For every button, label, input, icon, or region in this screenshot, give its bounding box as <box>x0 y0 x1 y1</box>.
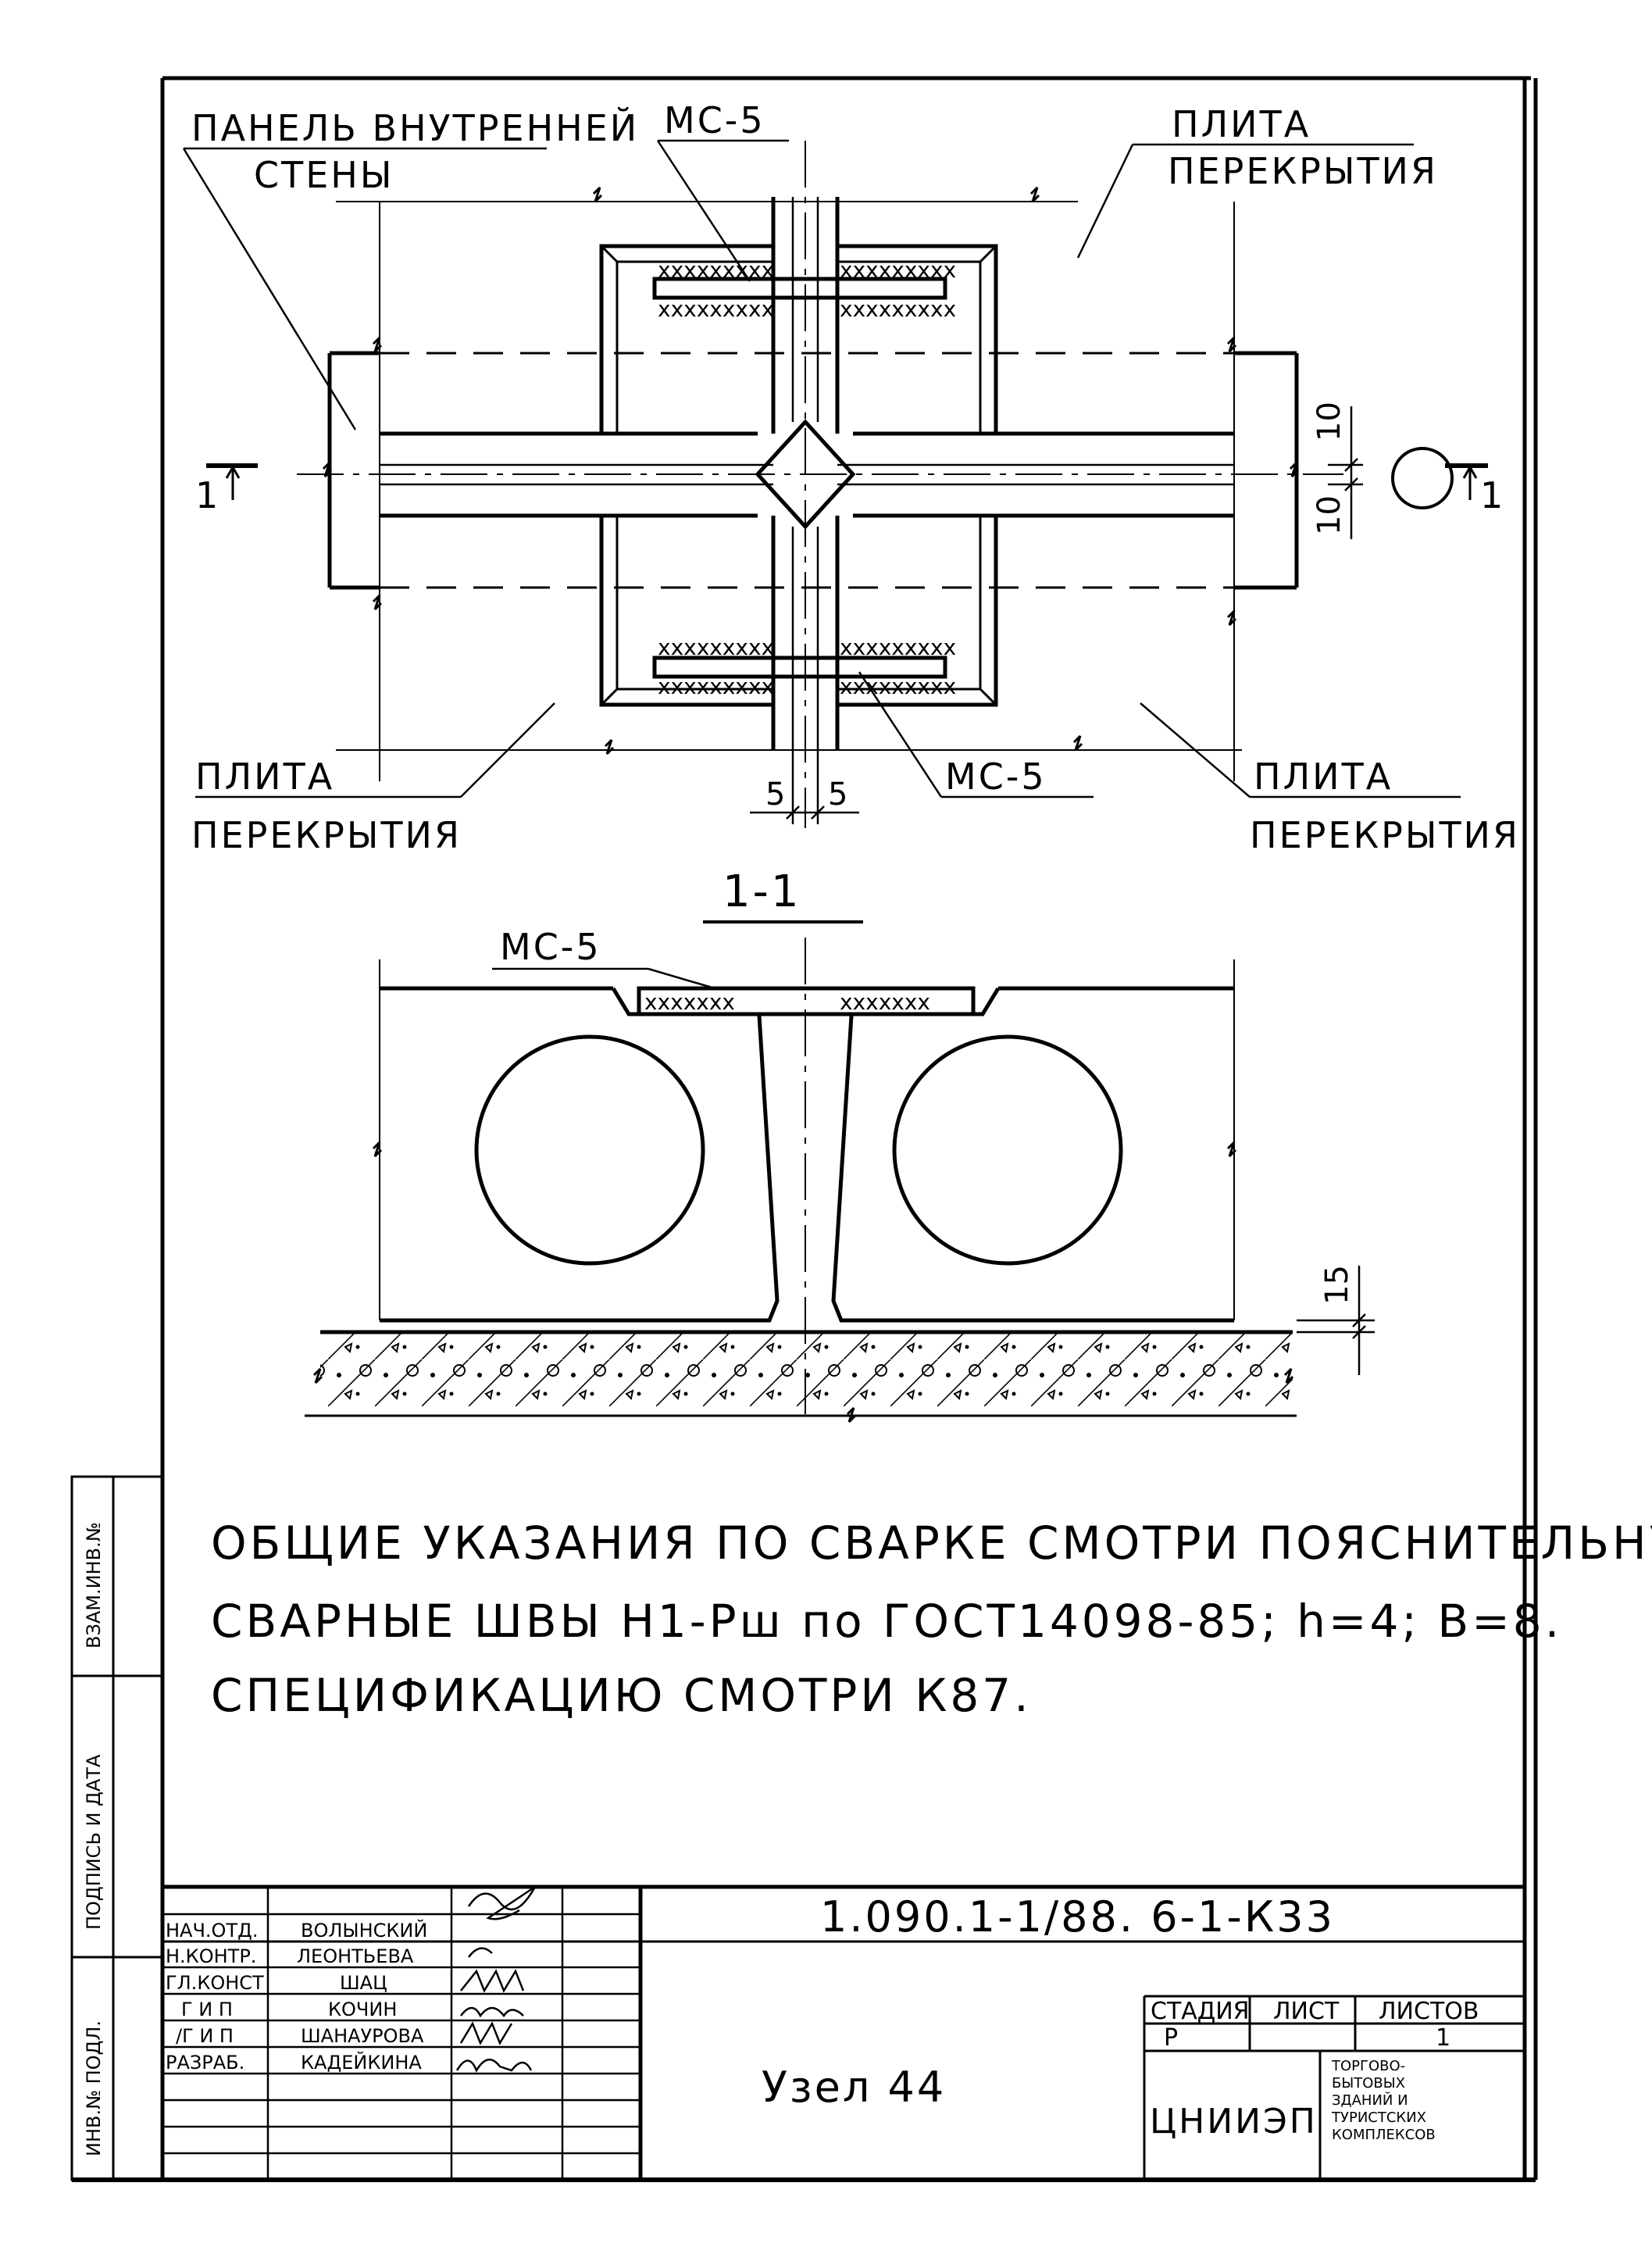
weld-marks-plan: xxxxxxxxx xxxxxxxxx xxxxxxxxx xxxxxxxxx … <box>658 257 956 699</box>
leader-lines <box>182 139 1461 798</box>
dimension-plan-top: 10 <box>1311 402 1347 441</box>
mc5-plate-bottom <box>652 656 947 679</box>
drawing-frame <box>72 76 1538 2182</box>
label-mc5-section: МС-5 <box>500 926 601 968</box>
dimension-gap-left: 5 <box>765 777 785 813</box>
concrete-screed <box>320 1332 1293 1406</box>
side-stamp <box>70 1475 164 2181</box>
svg-text:xxxxxxxxx: xxxxxxxxx <box>658 296 774 322</box>
section-view <box>305 938 1375 1424</box>
sheets-value: 1 <box>1436 2024 1450 2052</box>
slab-outline <box>380 986 1234 1323</box>
staff-name-2: ЛЕОНТЬЕВА <box>297 1945 414 1967</box>
side-stamp-cell-1: ВЗАМ.ИНВ.№ <box>83 1522 105 1649</box>
dimension-gap-right: 5 <box>828 777 847 813</box>
svg-text:xxxxxxx: xxxxxxx <box>840 989 930 1015</box>
hidden-lines <box>380 352 1234 589</box>
mc5-plate-top <box>652 277 947 300</box>
staff-name-1: ВОЛЫНСКИЙ <box>301 1919 427 1942</box>
svg-text:ЗДАНИЙ И: ЗДАНИЙ И <box>1332 2092 1408 2109</box>
staff-name-4: КОЧИН <box>328 1999 397 2020</box>
wall-panel <box>327 351 1299 590</box>
label-mc5-top: МС-5 <box>664 99 765 141</box>
vertical-joint <box>771 197 840 750</box>
label-slab-bottom-right-line2: ПЕРЕКРЫТИЯ <box>1250 814 1520 856</box>
svg-text:xxxxxxxxx: xxxxxxxxx <box>840 257 956 283</box>
stage-header: СТАДИЯ <box>1151 1998 1250 2025</box>
label-slab-bottom-left-line1: ПЛИТА <box>195 756 334 798</box>
section-circle <box>1391 447 1454 509</box>
signatures <box>455 1885 537 2073</box>
svg-text:xxxxxxxxx: xxxxxxxxx <box>840 296 956 322</box>
hollow-core-right <box>892 1034 1123 1266</box>
note-line-3: СПЕЦИФИКАЦИЮ СМОТРИ К87. <box>211 1669 1032 1722</box>
label-wall-panel-line2: СТЕНЫ <box>254 154 394 196</box>
sheets-header: ЛИСТОВ <box>1379 1998 1479 2025</box>
mc5-section-leader-slant <box>648 967 715 990</box>
note-line-2: СВАРНЫЕ ШВЫ Н1-Рш по ГОСТ14098-85; h=4; … <box>211 1595 1562 1648</box>
svg-text:xxxxxxxxx: xxxxxxxxx <box>658 257 774 283</box>
svg-text:ТУРИСТСКИХ: ТУРИСТСКИХ <box>1331 2109 1426 2126</box>
side-stamp-cell-2: ПОДПИСЬ И ДАТА <box>83 1754 105 1930</box>
staff-grid <box>162 1887 640 2180</box>
dimension-10-10 <box>1328 406 1363 539</box>
staff-role-2: Н.КОНТР. <box>166 1945 256 1967</box>
staff-role-3: ГЛ.КОНСТ <box>166 1972 264 1994</box>
stage-value: Р <box>1164 2024 1178 2052</box>
svg-text:xxxxxxxxx: xxxxxxxxx <box>840 634 956 660</box>
hollow-core-left <box>474 1034 705 1266</box>
section-mark-left-label: 1 <box>195 474 220 516</box>
dimension-5-5 <box>750 750 859 824</box>
label-slab-top-right-line1: ПЛИТА <box>1172 103 1311 145</box>
svg-text:xxxxxxxxx: xxxxxxxxx <box>658 673 774 699</box>
label-slab-top-right-line2: ПЕРЕКРЫТИЯ <box>1168 150 1438 192</box>
staff-role-6: РАЗРАБ. <box>166 2052 244 2074</box>
label-mc5-bottom: МС-5 <box>945 756 1047 798</box>
plan-extension-lines <box>336 201 1242 781</box>
note-line-1: ОБЩИЕ УКАЗАНИЯ ПО СВАРКЕ СМОТРИ ПОЯСНИТЕ… <box>211 1516 1652 1570</box>
joint-diamond <box>755 419 856 530</box>
label-slab-bottom-right-line1: ПЛИТА <box>1254 756 1393 798</box>
svg-text:xxxxxxxxx: xxxxxxxxx <box>840 673 956 699</box>
dimension-plan-bottom: 10 <box>1311 495 1347 535</box>
stage-grid <box>1143 1995 1525 2180</box>
drawing-title: Узел 44 <box>762 2063 946 2112</box>
staff-role-1: НАЧ.ОТД. <box>166 1920 258 1942</box>
weld-marks-section: xxxxxxx xxxxxxx <box>644 989 930 1015</box>
plan-view <box>182 139 1488 828</box>
staff-name-6: КАДЕЙКИНА <box>301 2051 422 2074</box>
svg-text:ТОРГОВО-: ТОРГОВО- <box>1331 2058 1405 2074</box>
dimension-15 <box>1297 1266 1375 1375</box>
label-slab-bottom-left-line2: ПЕРЕКРЫТИЯ <box>191 814 462 856</box>
recess-frames <box>599 244 998 707</box>
section-mark-right-label: 1 <box>1480 474 1505 516</box>
staff-name-5: ШАНАУРОВА <box>301 2025 424 2047</box>
staff-role-4: Г И П <box>181 1999 233 2020</box>
staff-role-5: /Г И П <box>176 2025 234 2047</box>
break-marks <box>322 186 1300 756</box>
section-title: 1-1 <box>723 866 801 917</box>
organization: ЦНИИЭП <box>1150 2102 1318 2142</box>
sheet-header: ЛИСТ <box>1273 1998 1340 2025</box>
svg-text:КОМПЛЕКСОВ: КОМПЛЕКСОВ <box>1332 2127 1436 2143</box>
svg-text:xxxxxxx: xxxxxxx <box>644 989 735 1015</box>
staff-rows: НАЧ.ОТД. ВОЛЫНСКИЙ Н.КОНТР. ЛЕОНТЬЕВА ГЛ… <box>166 1919 427 2074</box>
document-code: 1.090.1-1/88. 6-1-К33 <box>820 1892 1335 1942</box>
organization-detail: ТОРГОВО- БЫТОВЫХ ЗДАНИЙ И ТУРИСТСКИХ КОМ… <box>1331 2058 1436 2143</box>
side-stamp-cell-3: ИНВ.№ ПОДЛ. <box>83 2020 105 2156</box>
svg-text:xxxxxxxxx: xxxxxxxxx <box>658 634 774 660</box>
svg-text:БЫТОВЫХ: БЫТОВЫХ <box>1332 2075 1405 2092</box>
mc5-plate-section <box>637 986 976 1016</box>
staff-name-3: ШАЦ <box>340 1972 387 1994</box>
title-block <box>160 1884 1527 2182</box>
section-marks <box>206 463 1488 500</box>
label-wall-panel-line1: ПАНЕЛЬ ВНУТРЕННЕЙ <box>191 107 639 149</box>
horizontal-joint <box>380 431 1234 518</box>
dimension-section-screed: 15 <box>1319 1265 1355 1305</box>
section-break-marks <box>312 1141 1294 1424</box>
